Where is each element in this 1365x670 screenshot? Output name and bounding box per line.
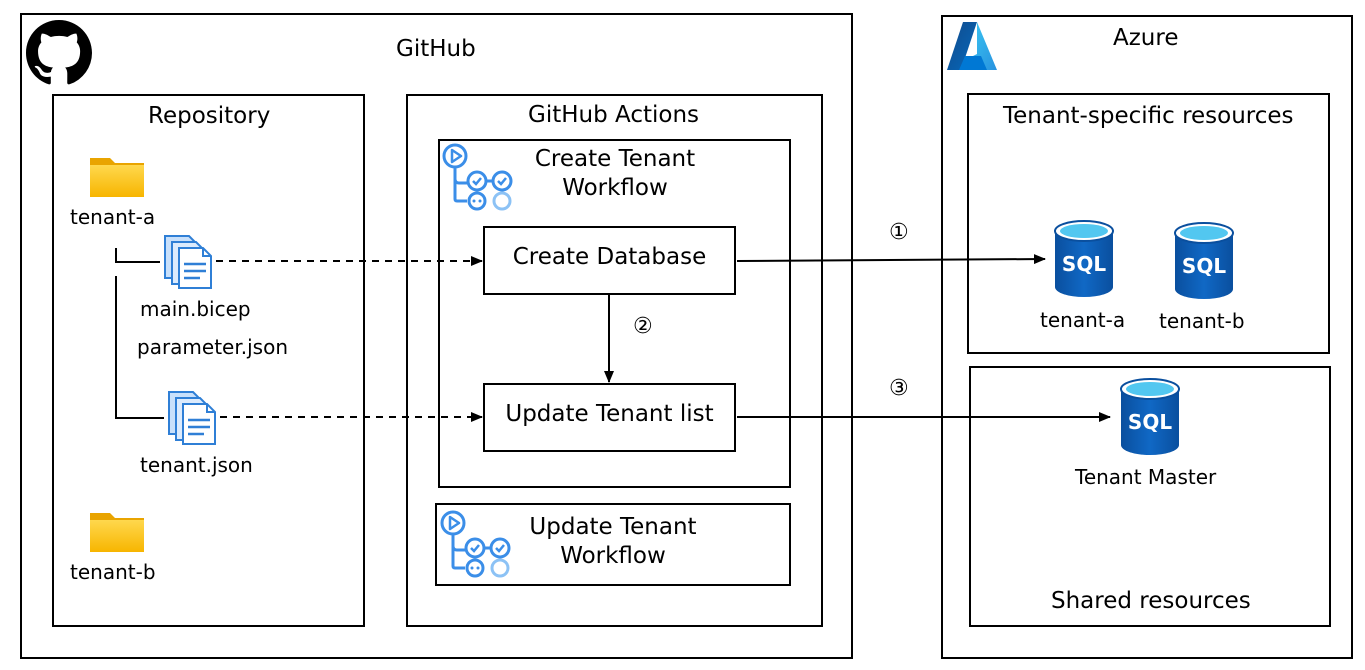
- update-tenant-list-label: Update Tenant list: [505, 401, 714, 427]
- create-tenant-workflow-title-line2: Workflow: [562, 175, 668, 201]
- create-database-label: Create Database: [512, 244, 707, 270]
- file-tenant-json-label: tenant.json: [140, 453, 253, 477]
- sql-database-icon: SQL: [1054, 220, 1114, 297]
- file-parameter-json-label: parameter.json: [137, 335, 288, 359]
- workflow-icon: [440, 510, 511, 578]
- github-actions-title: GitHub Actions: [528, 102, 700, 128]
- tenant-specific-resources-title: Tenant-specific resources: [1003, 103, 1294, 129]
- create-database-step[interactable]: [483, 226, 736, 295]
- step-marker-1: ①: [889, 220, 909, 245]
- step-marker-2: ②: [633, 314, 653, 339]
- db-tenant-a-label: tenant-a: [1040, 308, 1126, 332]
- update-tenant-workflow-title: Update Tenant Workflow: [508, 513, 718, 571]
- shared-resources-title: Shared resources: [1051, 588, 1251, 614]
- arrow-create-to-tenant-a: [736, 254, 1046, 265]
- sql-icon-text: SQL: [1182, 254, 1226, 278]
- sql-database-icon: SQL: [1174, 222, 1234, 299]
- create-tenant-workflow-title-line1: Create Tenant: [534, 146, 696, 172]
- folder-icon: [90, 158, 144, 197]
- folder-icon: [90, 513, 144, 552]
- folder-tenant-a-label: tenant-a: [70, 205, 156, 229]
- update-tenant-list-step[interactable]: [483, 383, 736, 452]
- repository-title: Repository: [148, 103, 271, 129]
- sql-icon-text: SQL: [1062, 252, 1106, 276]
- workflow-icon: [442, 143, 513, 211]
- sql-database-icon: SQL: [1120, 378, 1180, 455]
- db-tenant-master-label: Tenant Master: [1075, 465, 1217, 489]
- file-main-bicep-label: main.bicep: [140, 297, 251, 321]
- update-tenant-workflow-title-line1: Update Tenant: [529, 514, 697, 540]
- github-title: GitHub: [396, 36, 476, 62]
- sql-icon-text: SQL: [1128, 410, 1172, 434]
- github-logo-icon: [26, 20, 92, 85]
- db-tenant-b-label: tenant-b: [1159, 309, 1245, 333]
- file-icon: [164, 235, 212, 289]
- folder-tenant-b-label: tenant-b: [70, 560, 156, 584]
- tree-line-main: [115, 248, 160, 263]
- azure-title: Azure: [1113, 25, 1179, 51]
- file-icon: [168, 391, 216, 445]
- tree-line-tenant-json: [115, 276, 164, 419]
- tenant-specific-resources-box: [967, 93, 1330, 354]
- step-marker-3: ③: [889, 376, 909, 401]
- azure-logo-icon: [947, 22, 997, 70]
- create-tenant-workflow-title: Create Tenant Workflow: [510, 145, 720, 203]
- update-tenant-workflow-title-line2: Workflow: [560, 543, 666, 569]
